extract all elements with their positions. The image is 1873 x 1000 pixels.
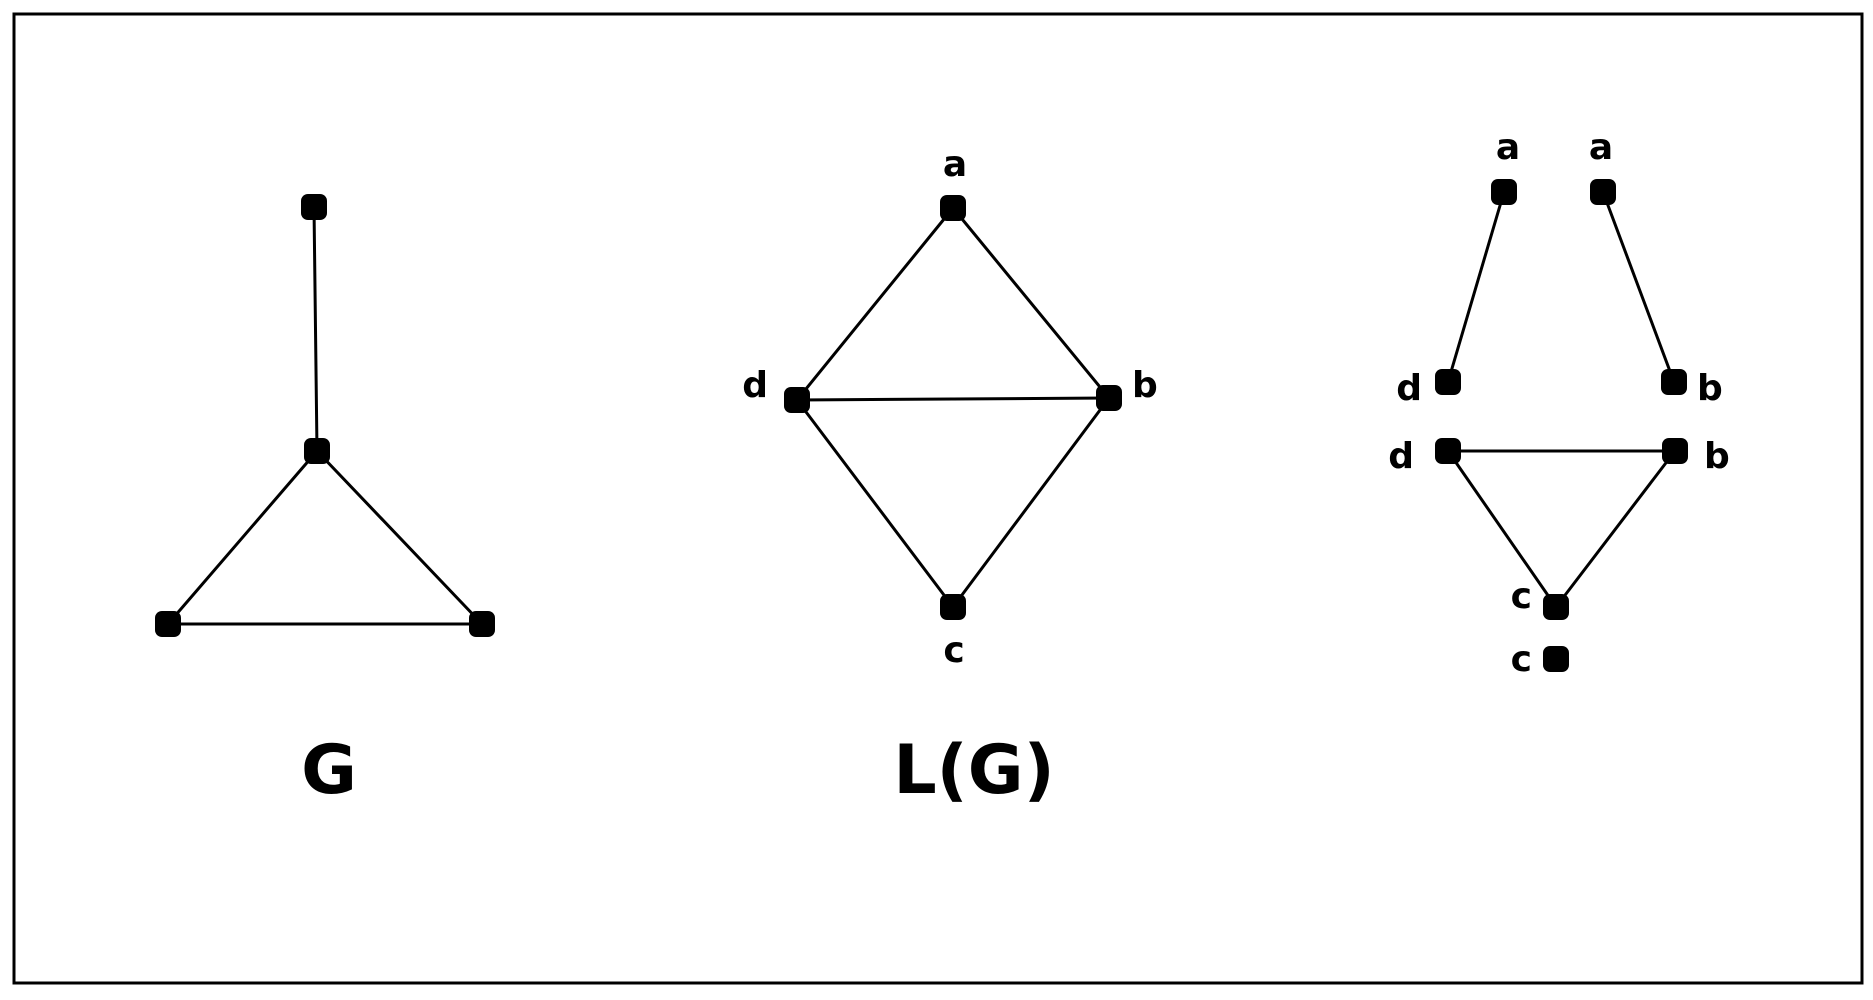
vertex-g_top [301, 194, 327, 220]
figure-frame [12, 12, 1864, 985]
edge-g_top-g_mid [312, 205, 319, 453]
vertex-label-r_d2: d [1388, 436, 1414, 477]
vertex-r_d2 [1435, 438, 1461, 464]
edge-g_mid-g_br [315, 449, 484, 626]
vertex-label-r_c1: c [1511, 576, 1532, 617]
vertex-g_bl [155, 611, 181, 637]
vertex-r_c1 [1543, 594, 1569, 620]
vertex-r_d1 [1435, 369, 1461, 395]
decomposition-nodes [1435, 179, 1688, 672]
edge-r_a1-r_d1 [1446, 190, 1506, 384]
vertex-label-lg_b: b [1132, 365, 1158, 406]
vertex-lg_c [940, 594, 966, 620]
decomposition-vertex-labels: a a d b d b cc [1388, 127, 1730, 680]
decomposition-edges [1446, 190, 1677, 609]
graph-g-title: G [301, 731, 357, 810]
vertex-label-r_c2: c [1511, 639, 1532, 680]
edge-lg_a-lg_b [951, 206, 1111, 400]
vertex-lg_b [1096, 385, 1122, 411]
vertex-r_c2 [1543, 646, 1569, 672]
vertex-label-r_a2: a [1589, 127, 1613, 168]
vertex-lg_d [784, 387, 810, 413]
line-graph-lg: a d b c L(G) [742, 144, 1158, 810]
edge-lg_d-lg_b [795, 396, 1111, 402]
edge-r_b2-r_c1 [1554, 449, 1677, 609]
vertex-label-lg_a: a [943, 144, 967, 185]
decomposition-graph: a a d b d b cc [1388, 127, 1730, 680]
vertex-r_a1 [1491, 179, 1517, 205]
graph-g-nodes [155, 194, 495, 637]
vertex-label-r_d1: d [1396, 368, 1422, 409]
line-graph-title: L(G) [893, 731, 1054, 810]
line-graph-edges [795, 206, 1111, 609]
edge-r_d2-r_c1 [1446, 449, 1558, 609]
edge-g_mid-g_bl [166, 449, 319, 626]
vertex-r_b1 [1661, 369, 1687, 395]
vertex-lg_a [940, 195, 966, 221]
vertex-label-r_b1: b [1697, 368, 1723, 409]
edge-lg_d-lg_c [795, 398, 955, 609]
vertex-g_mid [304, 438, 330, 464]
graph-g: G [155, 194, 495, 810]
line-graph-vertex-labels: a d b c [742, 144, 1158, 671]
edge-r_a2-r_b1 [1601, 190, 1676, 384]
vertex-label-r_a1: a [1496, 127, 1520, 168]
vertex-g_br [469, 611, 495, 637]
vertex-label-r_b2: b [1704, 436, 1730, 477]
edge-lg_a-lg_d [795, 206, 955, 402]
line-graph-nodes [784, 195, 1122, 620]
vertex-r_b2 [1662, 438, 1688, 464]
vertex-label-lg_c: c [943, 630, 964, 671]
vertex-label-lg_d: d [742, 365, 768, 406]
edge-lg_b-lg_c [951, 396, 1111, 609]
graph-g-edges [166, 205, 484, 626]
vertex-r_a2 [1590, 179, 1616, 205]
